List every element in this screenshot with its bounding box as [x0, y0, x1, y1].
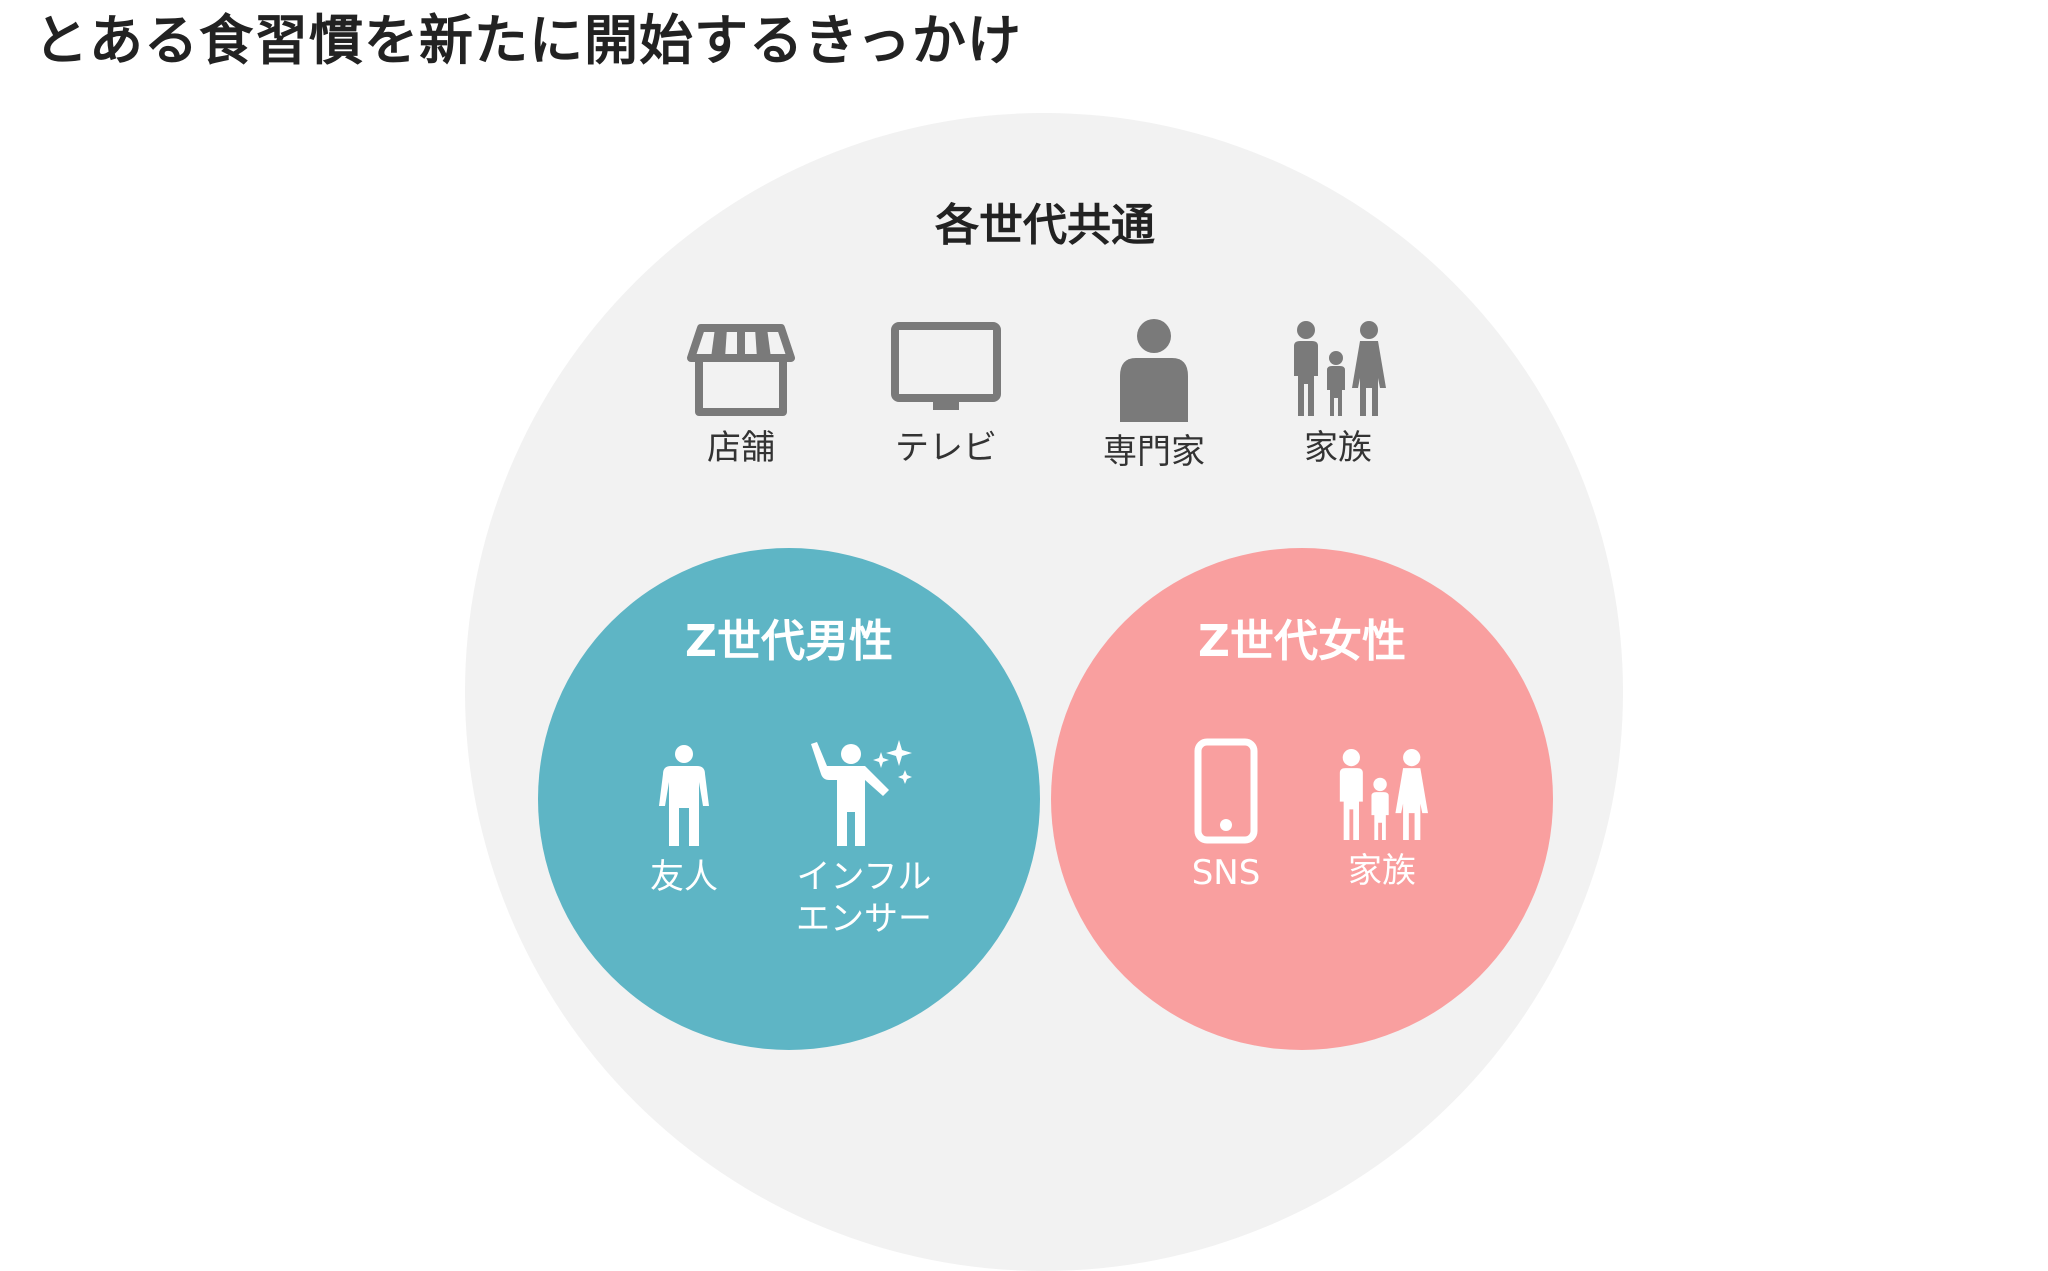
- common-item-label: 専門家: [1103, 432, 1205, 472]
- person-icon: [659, 745, 709, 846]
- female-item-label: SNS: [1191, 853, 1261, 893]
- person-icon: [1120, 319, 1188, 422]
- common-item-family: 家族: [1258, 318, 1418, 469]
- gen-z-male-circle: Z世代男性 友人 インフル エンサー: [538, 548, 1040, 1050]
- common-item-label: 店舗: [707, 428, 775, 468]
- common-item-label: 家族: [1304, 428, 1372, 468]
- gen-z-male-title: Z世代男性: [685, 616, 893, 667]
- tv-icon: [891, 322, 1001, 410]
- family-icon: [1339, 748, 1428, 840]
- female-item-sns: SNS: [1136, 738, 1316, 894]
- female-item-label: 家族: [1348, 851, 1416, 891]
- common-item-label: テレビ: [895, 428, 997, 468]
- common-item-tv: テレビ: [866, 318, 1026, 469]
- gen-z-female-title: Z世代女性: [1198, 616, 1406, 667]
- common-title: 各世代共通: [935, 200, 1155, 251]
- store-icon: [687, 324, 795, 416]
- male-item-influencer: インフル エンサー: [774, 738, 954, 940]
- female-item-family: 家族: [1292, 746, 1472, 892]
- page-title: とある食習慣を新たに開始するきっかけ: [34, 9, 1022, 72]
- male-item-friend: 友人: [594, 744, 774, 898]
- common-item-store: 店舗: [661, 318, 821, 469]
- gen-z-female-circle: Z世代女性 SNS 家族: [1051, 548, 1553, 1050]
- male-item-label: インフル エンサー: [796, 857, 932, 939]
- influencer-icon: [811, 740, 912, 846]
- male-item-label: 友人: [650, 857, 718, 897]
- family-icon: [1294, 321, 1386, 416]
- smartphone-icon: [1194, 738, 1258, 844]
- common-item-expert: 専門家: [1074, 318, 1234, 473]
